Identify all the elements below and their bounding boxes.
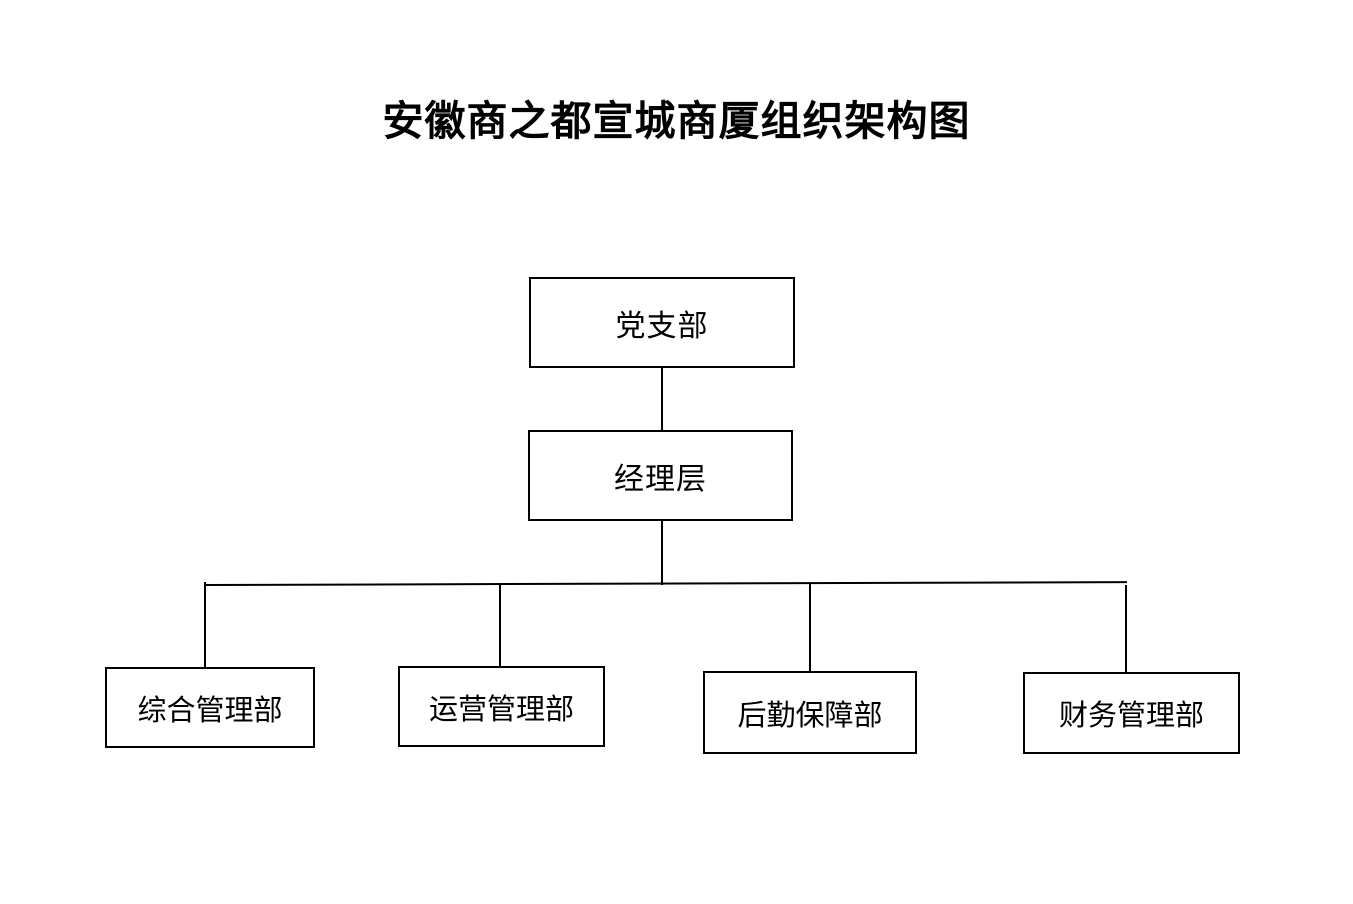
connector-manager-stem: [661, 519, 663, 585]
node-general-management-dept[interactable]: 综合管理部: [105, 667, 315, 748]
node-label: 后勤保障部: [737, 697, 883, 732]
node-label: 运营管理部: [428, 691, 574, 726]
node-label: 财务管理部: [1058, 698, 1204, 732]
node-finance-management-dept[interactable]: 财务管理部: [1023, 672, 1240, 754]
node-manager-level[interactable]: 经理层: [528, 430, 793, 521]
connector-drop-finance: [1125, 585, 1127, 673]
node-party-branch[interactable]: 党支部: [529, 277, 795, 368]
node-label: 综合管理部: [137, 692, 283, 727]
node-label: 党支部: [615, 308, 709, 344]
connector-drop-general: [204, 582, 206, 668]
connector-drop-operation: [499, 583, 501, 667]
connector-horizontal-bus: [204, 581, 1127, 586]
node-logistics-support-dept[interactable]: 后勤保障部: [703, 671, 917, 754]
node-operations-management-dept[interactable]: 运营管理部: [398, 666, 605, 747]
page-title: 安徽商之都宣城商厦组织架构图: [382, 97, 971, 145]
connector-drop-logistics: [809, 584, 811, 672]
node-label: 经理层: [614, 461, 707, 497]
connector-party-to-manager: [661, 366, 663, 432]
